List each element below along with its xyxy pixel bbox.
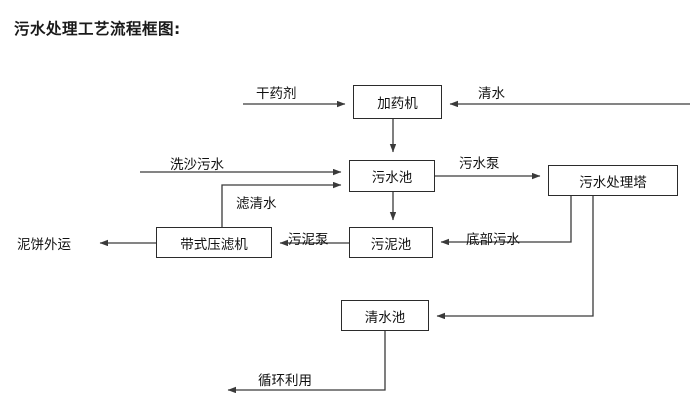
label-mud-cake-transport: 泥饼外运 [17,237,71,253]
node-label: 清水池 [364,309,406,326]
node-label: 带式压滤机 [180,236,248,253]
label-sludge-pump: 污泥泵 [288,232,329,248]
node-treatment-tower[interactable]: 污水处理塔 [548,165,678,196]
node-sludge-pool[interactable]: 污泥池 [349,227,433,258]
node-label: 污水处理塔 [579,174,647,191]
page-title: 污水处理工艺流程框图: [14,20,181,38]
node-wastewater-pool[interactable]: 污水池 [349,160,435,192]
node-label: 加药机 [377,96,418,112]
node-clear-water-pool[interactable]: 清水池 [341,300,429,331]
edge-tower-to-clear-water-pool [436,196,594,320]
edge-tower-bottom-wastewater-to-sludge-pool [440,196,572,246]
label-dry-reagent: 干药剂 [256,86,297,102]
node-label: 污水池 [371,170,413,186]
label-bottom-wastewater: 底部污水 [466,232,520,248]
label-clean-water: 清水 [478,86,505,102]
label-sand-wash-wastewater: 洗沙污水 [170,157,224,173]
node-belt-filter-press[interactable]: 带式压滤机 [156,227,272,258]
label-recycle-reuse: 循环利用 [258,373,312,389]
node-dosing-machine[interactable]: 加药机 [353,85,442,119]
label-filtered-clear-water: 滤清水 [236,196,277,212]
node-label: 污泥池 [370,236,412,253]
edge-clear-water-pool-to-recycle [227,331,386,394]
label-wastewater-pump: 污水泵 [459,156,500,172]
